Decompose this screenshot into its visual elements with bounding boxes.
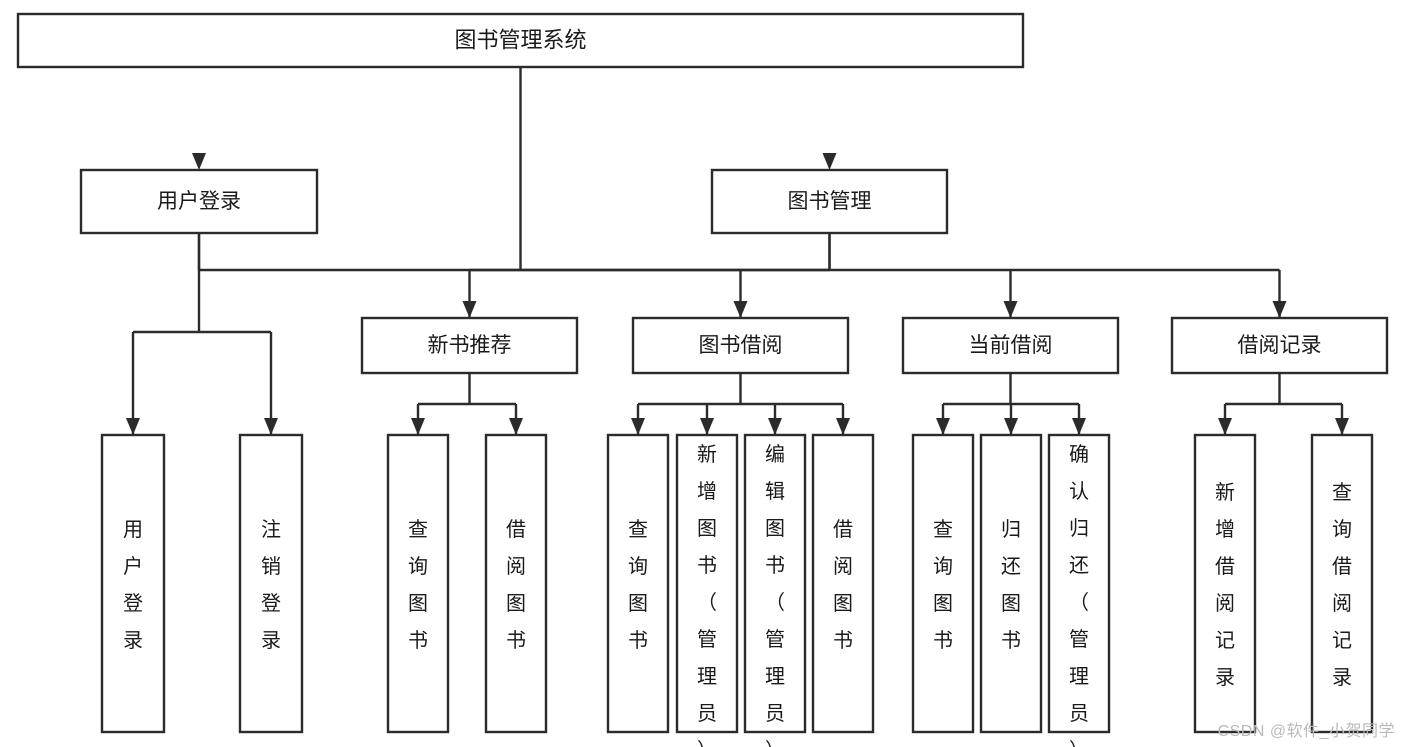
node-label: 图书管理 — [788, 190, 872, 213]
node-label: 借阅记录 — [1238, 334, 1322, 357]
node-label: 注销登录 — [261, 518, 281, 652]
manage-to-groups-arrow-0-icon — [462, 301, 477, 318]
manage-to-groups-arrow-1-icon — [733, 301, 748, 318]
node-box[interactable] — [979, 433, 1043, 734]
node-label: 图书管理系统 — [454, 27, 586, 52]
group2-to-leaves-arrow-2-icon — [1072, 418, 1086, 435]
node-box[interactable] — [1193, 433, 1257, 734]
node-label: 借阅图书 — [506, 518, 526, 652]
node-group-3-leaf-1[interactable]: 查询借阅记录 — [1310, 433, 1374, 734]
node-box[interactable] — [710, 168, 949, 235]
manage-to-groups-arrow-2-icon — [1003, 301, 1018, 318]
node-group-2-leaf-2[interactable]: 确认归还（管理员） — [1047, 433, 1111, 747]
group1-to-leaves-arrow-2-icon — [768, 418, 782, 435]
node-root[interactable]: 图书管理系统 — [16, 12, 1025, 69]
node-box[interactable] — [631, 316, 850, 375]
node-box[interactable] — [675, 433, 739, 734]
group3-to-leaves-arrow-1-icon — [1335, 418, 1349, 435]
node-label: 查询借阅记录 — [1332, 481, 1352, 689]
root-to-level2-arrow-1-icon — [822, 153, 837, 170]
node-group-1-leaf-3[interactable]: 借阅图书 — [811, 433, 875, 734]
node-label: 确认归还（管理员） — [1069, 443, 1089, 747]
node-group-0-leaf-1[interactable]: 借阅图书 — [484, 433, 548, 734]
manage-to-groups-arrow-3-icon — [1272, 301, 1287, 318]
node-label: 用户登录 — [157, 190, 241, 213]
node-label: 查询图书 — [408, 518, 428, 652]
node-login-leaf-1[interactable]: 注销登录 — [238, 433, 304, 734]
group1-to-leaves-arrow-0-icon — [631, 418, 645, 435]
login-to-leaves-arrow-0-icon — [126, 418, 140, 435]
group2-to-leaves-arrow-0-icon — [936, 418, 950, 435]
group3-to-leaves-arrow-0-icon — [1218, 418, 1232, 435]
group1-to-leaves-arrow-3-icon — [836, 418, 850, 435]
node-box[interactable] — [606, 433, 670, 734]
node-label: 借阅图书 — [833, 518, 853, 652]
node-box[interactable] — [238, 433, 304, 734]
node-label: 新增借阅记录 — [1215, 481, 1235, 689]
node-box[interactable] — [484, 433, 548, 734]
node-label: 查询图书 — [628, 518, 648, 652]
node-box[interactable] — [386, 433, 450, 734]
node-group-1[interactable]: 图书借阅 — [631, 316, 850, 375]
node-group-2[interactable]: 当前借阅 — [901, 316, 1120, 375]
node-group-3-leaf-0[interactable]: 新增借阅记录 — [1193, 433, 1257, 734]
group0-to-leaves-arrow-0-icon — [411, 418, 425, 435]
node-group-1-leaf-1[interactable]: 新增图书（管理员） — [675, 433, 739, 747]
node-box[interactable] — [811, 433, 875, 734]
node-box[interactable] — [1310, 433, 1374, 734]
node-label: 用户登录 — [123, 519, 143, 652]
group1-to-leaves-arrow-1-icon — [700, 418, 714, 435]
csdn-watermark: CSDN @软件_小贺同学 — [1217, 723, 1395, 740]
node-level2-0[interactable]: 用户登录 — [79, 168, 319, 235]
root-to-level2-arrow-0-icon — [192, 153, 206, 170]
node-box[interactable] — [16, 12, 1025, 69]
node-label: 新增图书（管理员） — [697, 443, 717, 747]
node-login-leaf-0[interactable]: 用户登录 — [100, 433, 166, 734]
node-group-1-leaf-0[interactable]: 查询图书 — [606, 433, 670, 734]
node-box[interactable] — [1170, 316, 1389, 375]
node-box[interactable] — [1047, 433, 1111, 734]
node-label: 新书推荐 — [428, 334, 512, 357]
node-box[interactable] — [100, 433, 166, 734]
node-box[interactable] — [79, 168, 319, 235]
node-group-0[interactable]: 新书推荐 — [360, 316, 579, 375]
node-label: 编辑图书（管理员） — [765, 443, 785, 747]
node-group-2-leaf-0[interactable]: 查询图书 — [911, 433, 975, 734]
connector-layer — [126, 67, 1349, 435]
node-box[interactable] — [901, 316, 1120, 375]
node-label: 归还图书 — [1001, 518, 1021, 652]
node-box[interactable] — [360, 316, 579, 375]
node-level2-1[interactable]: 图书管理 — [710, 168, 949, 235]
node-group-2-leaf-1[interactable]: 归还图书 — [979, 433, 1043, 734]
node-label: 当前借阅 — [969, 334, 1053, 357]
node-layer: 图书管理系统用户登录图书管理用户登录注销登录新书推荐查询图书借阅图书图书借阅查询… — [16, 12, 1389, 747]
node-label: 查询图书 — [933, 518, 953, 652]
node-box[interactable] — [911, 433, 975, 734]
node-box[interactable] — [743, 433, 807, 734]
node-group-3[interactable]: 借阅记录 — [1170, 316, 1389, 375]
node-group-0-leaf-0[interactable]: 查询图书 — [386, 433, 450, 734]
node-group-1-leaf-2[interactable]: 编辑图书（管理员） — [743, 433, 807, 747]
node-label: 图书借阅 — [699, 334, 783, 357]
login-to-leaves-arrow-1-icon — [264, 418, 278, 435]
group0-to-leaves-arrow-1-icon — [509, 418, 523, 435]
group2-to-leaves-arrow-1-icon — [1004, 418, 1018, 435]
